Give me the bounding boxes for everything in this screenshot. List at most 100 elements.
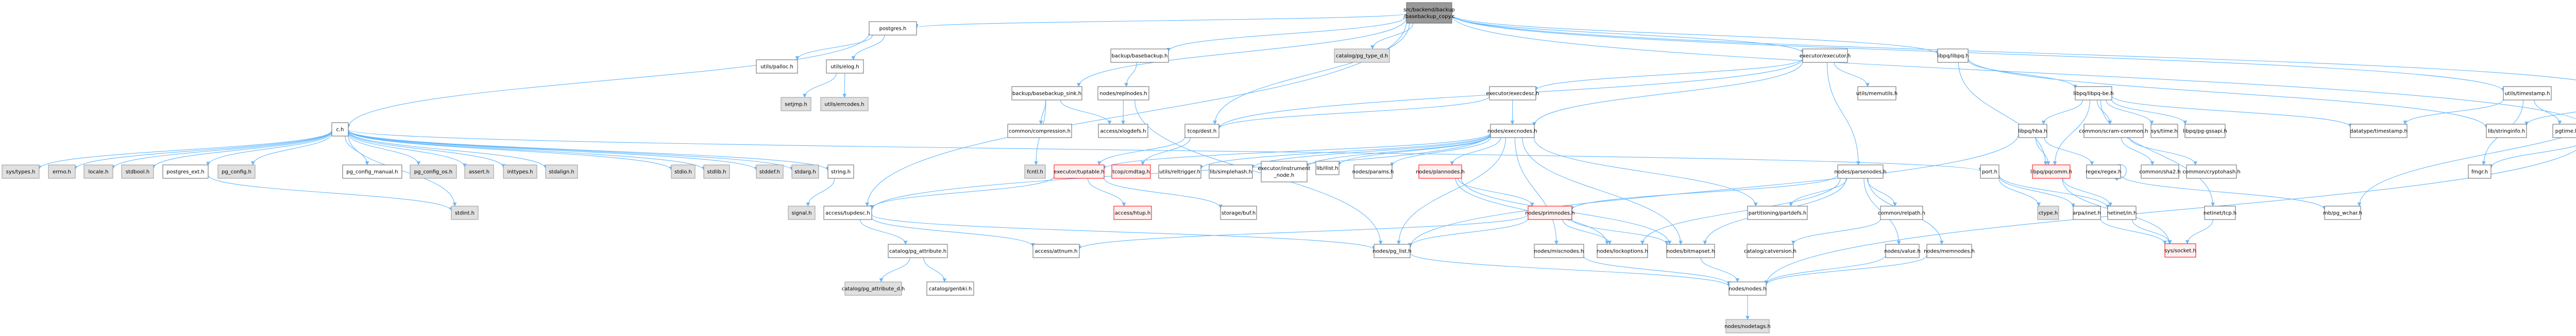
header-node-postgres_ext[interactable]: postgres_ext.h bbox=[162, 164, 209, 179]
header-node-assert[interactable]: assert.h bbox=[464, 164, 494, 179]
edge-libpq-to-stringinfo bbox=[1968, 57, 2488, 129]
header-node-regex[interactable]: regex/regex.h bbox=[2086, 164, 2122, 179]
header-node-pg_attribute[interactable]: catalog/pg_attribute.h bbox=[888, 244, 948, 258]
header-node-catversion[interactable]: catalog/catversion.h bbox=[1744, 244, 1797, 258]
edge-libpqbe-to-dt_timestamp bbox=[2111, 95, 2352, 128]
header-node-htup[interactable]: access/htup.h bbox=[1113, 206, 1152, 220]
root-file-node[interactable]: src/backend/backup/basebackup_copy.c bbox=[1403, 2, 1455, 24]
header-node-sha2[interactable]: common/sha2.h bbox=[2139, 164, 2181, 179]
node-box bbox=[1184, 124, 1219, 138]
node-box bbox=[1597, 244, 1648, 258]
header-node-plannodes[interactable]: nodes/plannodes.h bbox=[1416, 164, 1465, 179]
header-node-pg_list[interactable]: nodes/pg_list.h bbox=[1372, 244, 1412, 258]
header-node-locale[interactable]: locale.h bbox=[83, 164, 113, 179]
header-node-executor[interactable]: executor/executor.h bbox=[1800, 48, 1851, 63]
header-node-signal[interactable]: signal.h bbox=[788, 206, 816, 220]
header-node-stdarg[interactable]: stdarg.h bbox=[791, 164, 819, 179]
header-node-parsenodes[interactable]: nodes/parsenodes.h bbox=[1834, 164, 1887, 179]
header-node-errcodes[interactable]: utils/errcodes.h bbox=[820, 97, 869, 111]
header-node-libpq[interactable]: libpq/libpq.h bbox=[1937, 48, 1969, 63]
header-node-value[interactable]: nodes/value.h bbox=[1884, 244, 1921, 258]
header-node-dt_timestamp[interactable]: datatype/timestamp.h bbox=[2350, 124, 2408, 138]
header-node-scram[interactable]: common/scram-common.h bbox=[2079, 124, 2148, 138]
header-node-fmgr[interactable]: fmgr.h bbox=[2468, 164, 2492, 179]
header-node-tupdesc[interactable]: access/tupdesc.h bbox=[823, 206, 872, 220]
header-node-pg_config_manual[interactable]: pg_config_manual.h bbox=[342, 164, 402, 179]
header-node-netinettcp[interactable]: netinet/tcp.h bbox=[2204, 206, 2236, 220]
header-node-simplehash[interactable]: lib/simplehash.h bbox=[1209, 164, 1253, 179]
header-node-reltrigger[interactable]: utils/reltrigger.h bbox=[1158, 164, 1201, 179]
header-node-compression[interactable]: common/compression.h bbox=[1007, 124, 1072, 138]
header-node-libpqbe[interactable]: libpq/libpq-be.h bbox=[2073, 86, 2114, 100]
header-node-netinetin[interactable]: netinet/in.h bbox=[2107, 206, 2137, 220]
header-node-genbki[interactable]: catalog/genbki.h bbox=[926, 281, 974, 296]
header-node-pqcomm[interactable]: libpq/pqcomm.h bbox=[2030, 164, 2072, 179]
header-node-errno[interactable]: errno.h bbox=[48, 164, 76, 179]
edge-c-to-stdlib bbox=[348, 130, 706, 171]
header-node-ilist[interactable]: lib/ilist.h bbox=[1315, 161, 1340, 175]
edge-miscnodes-to-nodes bbox=[1583, 256, 1731, 285]
header-node-basebackup[interactable]: backup/basebackup.h bbox=[1110, 48, 1169, 63]
header-node-nodetags[interactable]: nodes/nodetags.h bbox=[1724, 319, 1771, 333]
edge-regex-to-regex bbox=[2114, 164, 2127, 181]
header-node-cmdtag[interactable]: tcop/cmdtag.h bbox=[1111, 164, 1151, 179]
header-node-partdefs[interactable]: partitioning/partdefs.h bbox=[1747, 206, 1808, 220]
header-node-setjmp[interactable]: setjmp.h bbox=[781, 97, 811, 111]
header-node-pg_type_d[interactable]: catalog/pg_type_d.h bbox=[1334, 48, 1390, 63]
header-node-postgres[interactable]: postgres.h bbox=[869, 21, 917, 36]
header-node-inttypes[interactable]: inttypes.h bbox=[503, 164, 537, 179]
header-node-stdint[interactable]: stdint.h bbox=[451, 206, 479, 220]
header-node-port[interactable]: port.h bbox=[1980, 164, 1999, 179]
header-node-attnum[interactable]: access/attnum.h bbox=[1032, 244, 1080, 258]
header-node-arpainet[interactable]: arpa/inet.h bbox=[2073, 206, 2101, 220]
header-node-dest[interactable]: tcop/dest.h bbox=[1184, 124, 1219, 138]
header-node-nodes[interactable]: nodes/nodes.h bbox=[1728, 281, 1767, 296]
header-node-fcntl[interactable]: fcntl.h bbox=[1024, 164, 1046, 179]
header-node-primnodes[interactable]: nodes/primnodes.h bbox=[1525, 206, 1575, 220]
header-node-execdesc[interactable]: executor/execdesc.h bbox=[1486, 86, 1539, 100]
header-node-miscnodes[interactable]: nodes/miscnodes.h bbox=[1534, 244, 1584, 258]
header-node-palloc[interactable]: utils/palloc.h bbox=[756, 59, 798, 74]
header-node-stringinfo[interactable]: lib/stringinfo.h bbox=[2486, 124, 2527, 138]
header-node-pg_config[interactable]: pg_config.h bbox=[217, 164, 256, 179]
header-node-pggssapi[interactable]: libpq/pg-gssapi.h bbox=[2183, 124, 2227, 138]
header-node-params[interactable]: nodes/params.h bbox=[1352, 164, 1394, 179]
node-box bbox=[2086, 164, 2121, 179]
header-node-xlogdefs[interactable]: access/xlogdefs.h bbox=[1098, 124, 1148, 138]
header-node-pg_attribute_d[interactable]: catalog/pg_attribute_d.h bbox=[842, 281, 905, 296]
header-node-memnodes[interactable]: nodes/memnodes.h bbox=[1924, 244, 1975, 258]
header-node-u_timestamp[interactable]: utils/timestamp.h bbox=[2503, 86, 2552, 100]
header-node-pg_config_os[interactable]: pg_config_os.h bbox=[410, 164, 457, 179]
header-node-buf[interactable]: storage/buf.h bbox=[1220, 206, 1257, 220]
node-label: backup/basebackup_sink.h bbox=[1012, 91, 1081, 97]
node-box bbox=[2150, 124, 2178, 138]
edge-root-to-libpq bbox=[1451, 14, 1940, 55]
header-node-cryptohash[interactable]: common/cryptohash.h bbox=[2182, 164, 2241, 179]
header-node-hba[interactable]: libpq/hba.h bbox=[2018, 124, 2047, 138]
header-node-pg_wchar[interactable]: mb/pg_wchar.h bbox=[2323, 206, 2362, 220]
header-node-ctype[interactable]: ctype.h bbox=[2037, 206, 2059, 220]
header-node-tuptable[interactable]: executor/tuptable.h bbox=[1054, 164, 1105, 179]
header-node-stdlib[interactable]: stdlib.h bbox=[703, 164, 730, 179]
header-node-execnodes[interactable]: nodes/execnodes.h bbox=[1487, 124, 1537, 138]
header-node-string[interactable]: string.h bbox=[827, 164, 854, 179]
header-node-stdbool[interactable]: stdbool.h bbox=[121, 164, 154, 179]
header-node-systypes[interactable]: sys/types.h bbox=[2, 164, 40, 179]
header-node-c[interactable]: c.h bbox=[331, 122, 349, 137]
header-node-instrument_node[interactable]: executor/instrument_node.h bbox=[1258, 161, 1311, 182]
header-node-stdalign[interactable]: stdalign.h bbox=[545, 164, 578, 179]
header-node-pgtime[interactable]: pgtime.h bbox=[2552, 124, 2576, 138]
node-label: datatype/timestamp.h bbox=[2350, 129, 2408, 135]
header-node-replnodes[interactable]: nodes/replnodes.h bbox=[1097, 86, 1149, 100]
header-node-bitmapset[interactable]: nodes/bitmapset.h bbox=[1666, 244, 1715, 258]
header-node-memutils[interactable]: utils/memutils.h bbox=[1856, 86, 1898, 100]
header-node-stddef[interactable]: stddef.h bbox=[756, 164, 784, 179]
header-node-elog[interactable]: utils/elog.h bbox=[826, 59, 864, 74]
header-node-stdio[interactable]: stdio.h bbox=[671, 164, 696, 179]
header-node-relpath[interactable]: common/relpath.h bbox=[1878, 206, 1925, 220]
header-node-lockoptions[interactable]: nodes/lockoptions.h bbox=[1597, 244, 1648, 258]
header-node-systime[interactable]: sys/time.h bbox=[2150, 124, 2178, 138]
header-node-basebackup_sink[interactable]: backup/basebackup_sink.h bbox=[1011, 86, 1082, 100]
node-box bbox=[2503, 86, 2552, 100]
header-node-syssocket[interactable]: sys/socket.h bbox=[2164, 243, 2196, 258]
